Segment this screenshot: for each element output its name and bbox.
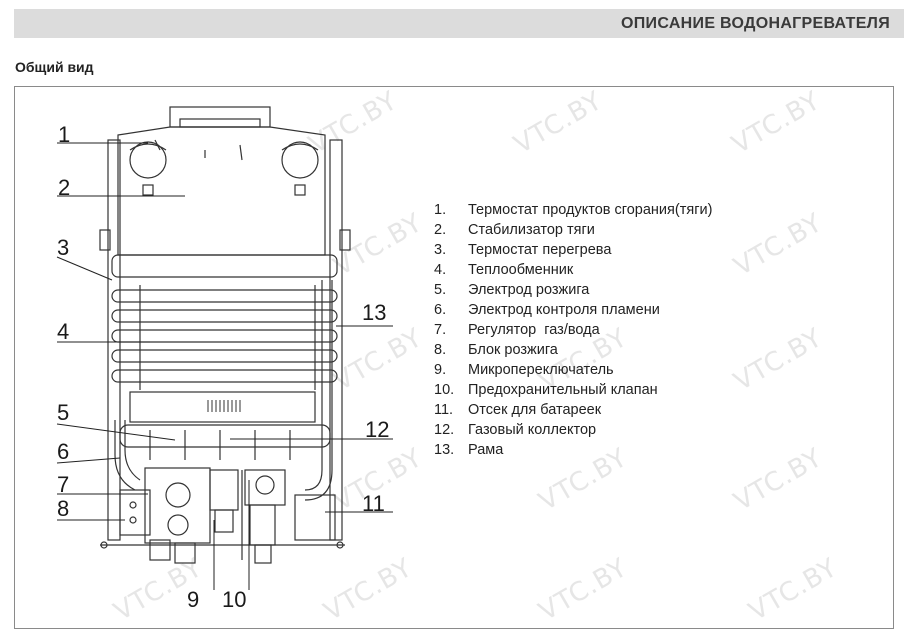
legend-text: Электрод розжига (468, 282, 590, 298)
legend-item: 2. Стабилизатор тяги (434, 220, 712, 240)
legend-number: 7. (434, 322, 447, 338)
legend-item: 13. Рама (434, 440, 712, 460)
header-bar: ОПИСАНИЕ ВОДОНАГРЕВАТЕЛЯ (14, 9, 904, 38)
legend-number: 6. (434, 302, 447, 318)
header-title: ОПИСАНИЕ ВОДОНАГРЕВАТЕЛЯ (621, 15, 890, 32)
legend-number: 8. (434, 342, 447, 358)
legend-text: Микропереключатель (468, 362, 614, 378)
legend-item: 4. Теплообменник (434, 260, 712, 280)
legend-text: Отсек для батареек (468, 402, 602, 418)
frame-rail-right (329, 139, 343, 541)
flue-spigot (169, 106, 271, 128)
callout-5: 5 (57, 400, 70, 425)
battery-compartment (294, 494, 336, 541)
coil (111, 349, 338, 363)
legend-number: 10. (434, 382, 455, 398)
figure-frame (14, 86, 894, 629)
legend-item: 7. Регулятор газ/вода (434, 320, 712, 340)
legend-text: Термостат перегрева (468, 242, 612, 258)
frame-rail-left (107, 139, 121, 541)
draft-hood (117, 126, 326, 256)
section-title: Общий вид (15, 59, 94, 75)
callout-6: 6 (57, 439, 70, 464)
legend-text: Термостат продуктов сгорания(тяги) (468, 202, 713, 218)
legend-item: 11. Отсек для батареек (434, 400, 712, 420)
legend-number: 13. (434, 442, 455, 458)
gas-water-regulator (144, 467, 211, 544)
callout-12: 12 (365, 417, 390, 442)
legend-number: 12. (434, 422, 455, 438)
legend-number: 9. (434, 362, 447, 378)
legend-number: 3. (434, 242, 447, 258)
leader-line-6 (56, 457, 121, 464)
legend-text: Теплообменник (468, 262, 574, 278)
callout-3: 3 (57, 235, 70, 260)
legend-text: Предохранительный клапан (468, 382, 658, 398)
callout-4: 4 (57, 319, 70, 344)
gas-manifold (119, 424, 331, 448)
microswitch (214, 509, 234, 533)
legend-number: 5. (434, 282, 447, 298)
coil (111, 369, 338, 383)
legend-number: 2. (434, 222, 447, 238)
legend-item: 6. Электрод контроля пламени (434, 300, 712, 320)
legend-text: Блок розжига (468, 342, 558, 358)
legend-item: 3. Термостат перегрева (434, 240, 712, 260)
burner-housing (129, 391, 316, 423)
callout-2: 2 (58, 175, 71, 200)
legend-item: 1. Термостат продуктов сгорания(тяги) (434, 200, 712, 220)
legend-number: 1. (434, 202, 447, 218)
safety-valve (249, 504, 276, 546)
legend-number: 11. (434, 402, 454, 418)
coil (111, 309, 338, 323)
leader-line-3 (56, 256, 113, 281)
leader-line-5 (56, 423, 176, 441)
legend-item: 8. Блок розжига (434, 340, 712, 360)
legend-list: 1. Термостат продуктов сгорания(тяги) 2. С… (434, 200, 712, 460)
legend-text: Газовый коллектор (468, 422, 597, 438)
callout-13: 13 (362, 300, 387, 325)
legend-number: 4. (434, 262, 447, 278)
callout-7: 7 (57, 472, 70, 497)
callout-8: 8 (57, 496, 70, 521)
ignition-block (119, 489, 151, 536)
legend-text: Рама (468, 442, 504, 458)
callout-10: 10 (222, 587, 247, 612)
legend-text: Регулятор газ/вода (468, 322, 600, 338)
water-heater-diagram (56, 106, 393, 590)
legend-item: 9. Микропереключатель (434, 360, 712, 380)
callout-9: 9 (187, 587, 200, 612)
legend-item: 12. Газовый коллектор (434, 420, 712, 440)
legend-item: 5. Электрод розжига (434, 280, 712, 300)
callout-11: 11 (362, 491, 385, 516)
callout-1: 1 (58, 122, 71, 147)
heat-exchanger-top (111, 254, 338, 278)
legend-text: Стабилизатор тяги (468, 222, 595, 238)
coil (111, 329, 338, 343)
legend-item: 10. Предохранительный клапан (434, 380, 712, 400)
legend-text: Электрод контроля пламени (468, 302, 660, 318)
coil (111, 289, 338, 303)
